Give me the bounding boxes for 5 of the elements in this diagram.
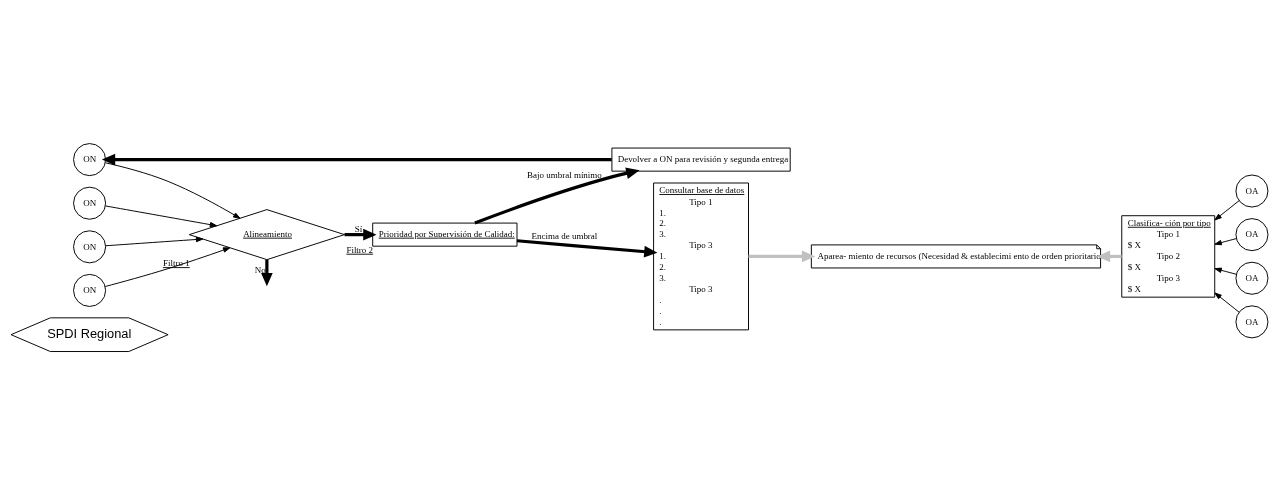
edge-label: Encima de umbral [531, 231, 598, 242]
node-label: Filtro 1 [162, 258, 190, 269]
edge-label: Bajo umbral mínimo [527, 170, 602, 181]
edge-label: Sí [354, 224, 363, 235]
node-label: Filtro 2 [346, 244, 374, 255]
